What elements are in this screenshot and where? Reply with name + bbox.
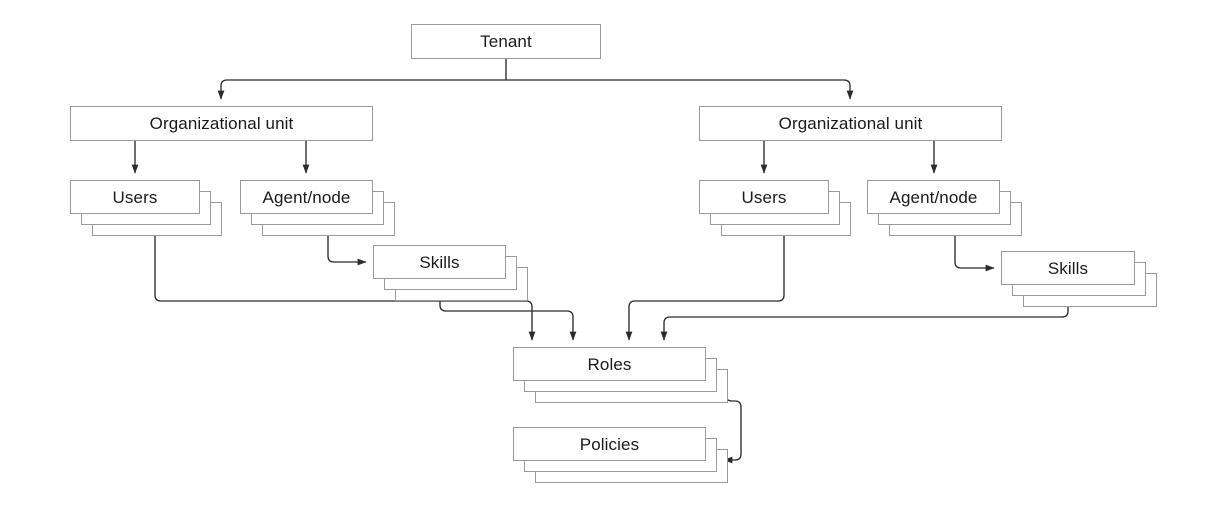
node-agent-node-right-label: Agent/node [889,187,978,207]
edge-users-left-to-roles [154,234,536,341]
node-agent-node-left[interactable]: Agent/node [240,180,395,236]
node-skills-right[interactable]: Skills [1001,251,1157,307]
node-roles[interactable]: Roles [513,347,728,403]
node-skills-left-face[interactable]: Skills [373,245,506,279]
edge-tenant-to-org-unit-left [217,79,506,100]
node-agent-node-right[interactable]: Agent/node [867,180,1022,236]
edge-skills-left-to-roles [439,299,577,341]
node-users-left[interactable]: Users [70,180,222,236]
node-policies-label: Policies [579,434,640,454]
edge-skills-right-to-roles [660,305,1069,341]
edge-agent-node-right-to-skills-right [954,234,995,272]
node-organizational-unit-left-face[interactable]: Organizational unit [70,106,373,141]
node-users-right[interactable]: Users [699,180,851,236]
node-tenant[interactable]: Tenant [411,24,601,59]
node-users-right-label: Users [741,187,787,207]
edge-users-right-to-roles [625,234,785,341]
node-users-right-face[interactable]: Users [699,180,829,214]
node-agent-node-left-label: Agent/node [262,187,351,207]
node-policies-face[interactable]: Policies [513,427,706,461]
node-organizational-unit-right-face[interactable]: Organizational unit [699,106,1002,141]
node-agent-node-right-face[interactable]: Agent/node [867,180,1000,214]
node-skills-left[interactable]: Skills [373,245,528,301]
node-agent-node-left-face[interactable]: Agent/node [240,180,373,214]
node-policies[interactable]: Policies [513,427,728,483]
node-tenant-face[interactable]: Tenant [411,24,601,59]
node-organizational-unit-left-label: Organizational unit [149,114,294,133]
edge-agent-node-left-to-skills-left [327,234,367,266]
node-roles-label: Roles [587,354,632,374]
node-skills-right-face[interactable]: Skills [1001,251,1135,285]
edge-tenant-to-org-unit-right [506,79,854,100]
node-users-left-face[interactable]: Users [70,180,200,214]
node-users-left-label: Users [112,187,158,207]
node-skills-left-label: Skills [419,252,460,272]
node-skills-right-label: Skills [1047,258,1089,278]
node-organizational-unit-left[interactable]: Organizational unit [70,106,373,141]
node-roles-face[interactable]: Roles [513,347,706,381]
node-organizational-unit-right[interactable]: Organizational unit [699,106,1002,141]
node-tenant-label: Tenant [480,32,532,51]
node-organizational-unit-right-label: Organizational unit [778,114,923,133]
